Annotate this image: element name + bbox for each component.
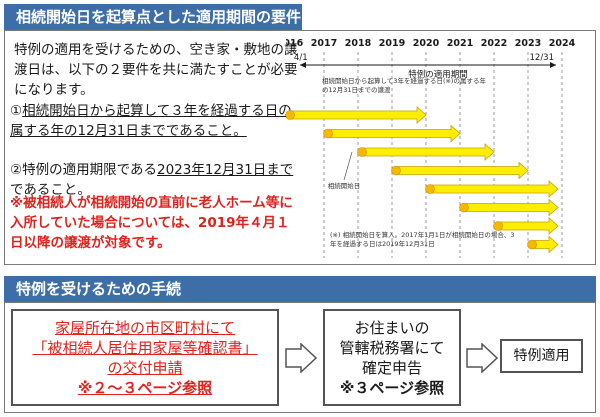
requirements-panel [4,30,596,265]
start-dot-row-4 [391,165,401,176]
period-arrow-row-4 [395,161,529,180]
start-dot-row-7 [493,221,503,231]
period-arrow-row-5 [429,180,559,198]
requirement-1: ①相続開始日から起算して３年を経過する日の属する年の12月31日までであること。 [10,101,300,141]
box2-line2: 管轄税務署にて [339,338,445,357]
special-provision-applied-box: 特例適用 [500,339,583,373]
period-label: 特例の適用期間 [408,69,468,80]
period-start-label: 4/1 [294,53,308,63]
box2-line3: 確定申告 [361,358,422,377]
requirement-2: ②特例の適用期限である2023年12月31日までであること。 [10,160,300,200]
box1-reference: ※２～３ページ参照 [77,378,213,397]
start-dot-row-2 [323,128,333,139]
box1-line1: 家屋所在地の市区町村にて [54,318,235,337]
year-label-2018: 2018 [345,38,372,49]
year-label-2016: 2016 [286,38,304,49]
requirement-2-pre: 特例の適用期限である [22,162,157,178]
box1-line2: 「被相続人居住用家屋等確認書」 [32,338,258,357]
period-arrow-row-6 [463,198,559,217]
procedure-header: 特例を受けるための手続 [4,276,596,302]
nursing-home-note: ※被相続人が相続開始の直前に老人ホーム等に入所していた場合については、2019年… [10,195,293,251]
year-label-2019: 2019 [379,38,405,49]
year-label-2023: 2023 [515,38,541,49]
period-timeline-chart: 2016 2017 2018 2019 2020 2021 2022 2023 2024 4/1… [286,38,576,258]
period-arrow-row-2 [327,124,461,143]
annotation-start-date-leader [343,151,353,181]
box2-reference: ※３ページ参照 [339,378,445,397]
start-dot-row-6 [459,202,469,213]
start-dot-row-5 [425,184,435,194]
annotation-top: 相続開始日から起算して3年を経過する日(※)の属する年の12月31日までの譲渡 [322,76,486,94]
requirement-2-post: であること。 [10,182,91,198]
period-arrow-row-8 [531,235,559,254]
year-label-2017: 2017 [311,38,337,49]
start-dot-row-1 [286,110,295,120]
requirement-1-text: 相続開始日から起算して３年を経過する日の属する年の12月31日までであること。 [10,103,292,139]
year-label-2020: 2020 [413,38,440,49]
requirement-1-marker: ① [10,103,23,119]
period-arrow-row-1 [289,106,427,124]
period-arrow-row-7 [497,217,559,235]
period-arrow-right [550,62,556,68]
start-dot-row-3 [357,147,367,157]
period-arrow-row-3 [361,143,495,161]
requirement-2-marker: ② [10,162,23,178]
box2-line1: お住まいの [354,318,430,337]
period-arrow-left [300,62,306,68]
flow-arrow-2 [466,343,498,373]
tax-office-filing-box: お住まいの 管轄税務署にて 確定申告 ※３ページ参照 [323,309,461,406]
period-end-label: 12/31 [530,53,555,63]
year-label-2021: 2021 [447,38,473,49]
start-dot-row-8 [527,239,537,250]
requirement-2-deadline: 2023年12月31日まで [156,162,294,178]
requirements-header: 相続開始日を起算点とした適用期間の要件 [4,4,302,30]
municipal-application-box: 家屋所在地の市区町村にて 「被相続人居住用家屋等確認書」 の交付申請 ※２～３ペ… [11,309,279,406]
procedure-panel [4,302,596,413]
year-label-2022: 2022 [481,38,507,49]
year-label-2024: 2024 [549,38,576,49]
flow-arrow-1 [285,343,317,373]
box1-line3: の交付申請 [107,358,183,377]
requirements-intro: 特例の適用を受けるための、空き家・敷地の譲渡日は、以下の２要件を共に満たすことが… [14,42,298,98]
annotation-start-date: 相続開始日 [328,181,361,190]
